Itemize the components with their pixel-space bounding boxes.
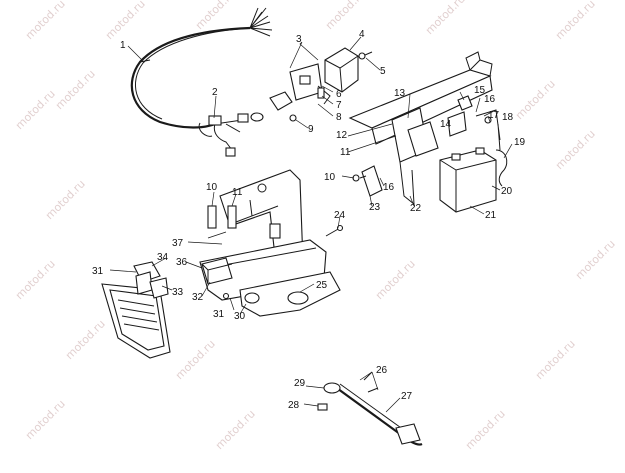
callout-13: 13 <box>394 88 406 99</box>
watermark: motod.ru <box>323 0 368 32</box>
callout-4: 4 <box>359 29 365 40</box>
center-frame <box>199 169 344 317</box>
license-plate-bracket <box>101 261 171 359</box>
leader-lines <box>109 36 513 413</box>
callout-5: 5 <box>380 66 386 77</box>
tail-light-assembly <box>269 47 373 122</box>
watermark: motod.ru <box>53 67 98 112</box>
callout-31-left: 31 <box>92 266 104 277</box>
callout-7: 7 <box>336 100 342 111</box>
callout-20: 20 <box>501 186 513 197</box>
watermark: motod.ru <box>13 257 58 302</box>
wiring-harness <box>130 7 273 157</box>
callout-9: 9 <box>308 124 314 135</box>
callout-36: 37 <box>172 238 184 249</box>
watermark: motod.ru <box>423 0 468 37</box>
callout-19: 19 <box>514 137 526 148</box>
callout-30: 30 <box>234 311 246 322</box>
callout-16-top: 16 <box>484 94 496 105</box>
watermark: motod.ru <box>13 87 58 132</box>
watermark: motod.ru <box>573 237 618 282</box>
lower-switch-assembly <box>317 371 423 446</box>
callout-31-bottom: 31 <box>213 309 225 320</box>
callout-23: 23 <box>369 202 381 213</box>
watermark: motod.ru <box>553 127 598 172</box>
watermark: motod.ru <box>43 177 88 222</box>
callout-6: 6 <box>336 89 342 100</box>
watermark: motod.ru <box>173 337 218 382</box>
callout-22: 22 <box>410 203 422 214</box>
callout-12: 12 <box>336 130 348 141</box>
watermark: motod.ru <box>373 257 418 302</box>
callout-29: 29 <box>294 378 306 389</box>
watermark: motod.ru <box>23 397 68 442</box>
watermark: motod.ru <box>513 77 558 122</box>
watermark: motod.ru <box>193 0 238 32</box>
callout-8: 8 <box>336 112 342 123</box>
callout-24: 24 <box>334 210 346 221</box>
frame-battery-area <box>348 51 508 213</box>
watermark: motod.ru <box>463 407 508 452</box>
callout-26: 26 <box>376 365 388 376</box>
callout-34: 34 <box>157 252 169 263</box>
callout-labels: 1 2 3 4 5 6 7 8 9 10 10 11 11 12 13 14 1… <box>92 29 526 411</box>
callout-27: 27 <box>401 391 413 402</box>
callout-18: 18 <box>502 112 514 123</box>
callout-32: 32 <box>192 292 204 303</box>
callout-16-mid: 16 <box>383 182 395 193</box>
watermark: motod.ru <box>213 407 258 452</box>
callout-28: 28 <box>288 400 300 411</box>
callout-10-left: 10 <box>206 182 218 193</box>
callout-3: 3 <box>296 34 302 45</box>
callout-11-left: 11 <box>232 187 243 198</box>
watermark: motod.ru <box>103 0 148 42</box>
callout-21: 21 <box>485 210 497 221</box>
callout-17: 17 <box>488 110 500 121</box>
callout-33: 33 <box>172 287 184 298</box>
callout-25: 25 <box>316 280 328 291</box>
callout-15: 15 <box>474 85 486 96</box>
watermark: motod.ru <box>533 337 578 382</box>
callout-10-right: 10 <box>324 172 336 183</box>
callout-14: 14 <box>440 119 452 130</box>
watermark: motod.ru <box>23 0 68 42</box>
watermark: motod.ru <box>553 0 598 42</box>
callout-1: 1 <box>120 40 126 51</box>
watermark: motod.ru <box>63 317 108 362</box>
callout-2: 2 <box>212 87 218 98</box>
callout-11-right: 11 <box>340 147 351 158</box>
callout-35: 36 <box>176 257 188 268</box>
